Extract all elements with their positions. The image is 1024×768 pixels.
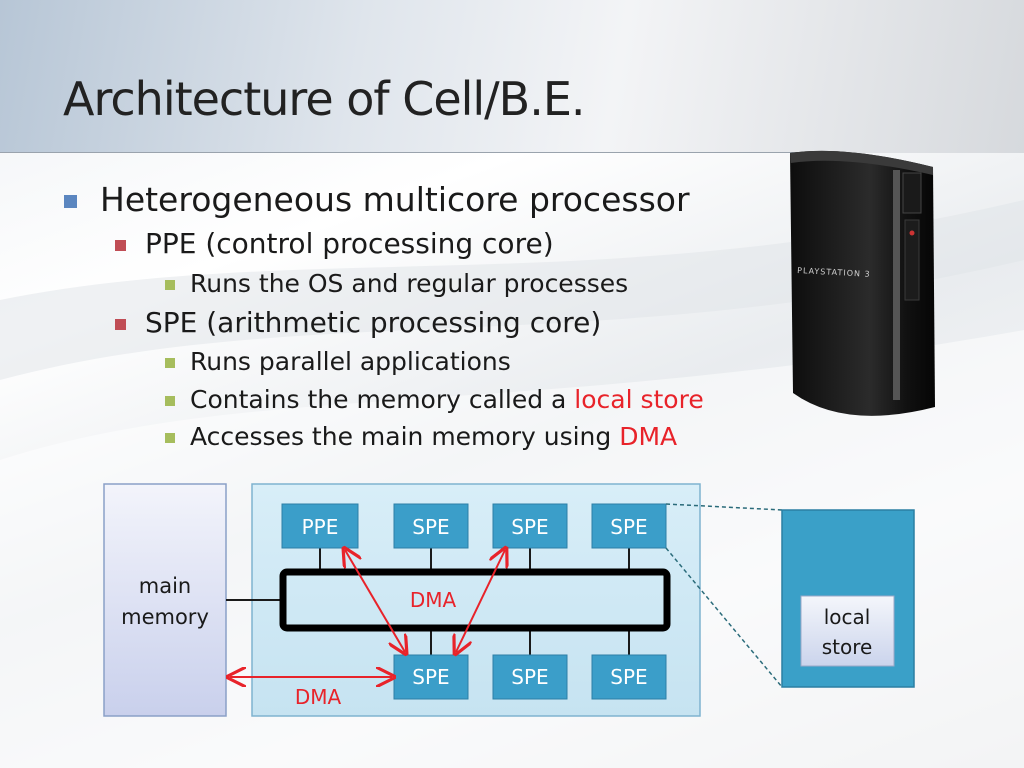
- dma-arrow-ppe: [345, 550, 405, 652]
- square-bullet-icon: [115, 319, 126, 330]
- dma-arrow-spe: [456, 550, 505, 652]
- title-band: [0, 0, 1024, 153]
- playstation-console-image: PLAYSTATION 3: [790, 150, 935, 416]
- main-memory-label-line2: memory: [121, 605, 209, 629]
- spe-core: SPE: [591, 503, 667, 549]
- bullet-spe: SPE (arithmetic processing core): [115, 306, 602, 339]
- spe-core: SPE: [591, 654, 667, 700]
- console-brand-text: PLAYSTATION 3: [797, 266, 871, 279]
- spe-label: SPE: [610, 515, 647, 539]
- spe-core: SPE: [393, 503, 469, 549]
- dma-bus-label: DMA: [410, 588, 457, 612]
- dma-outer-label: DMA: [295, 685, 342, 709]
- bullet-text: Runs parallel applications: [190, 347, 511, 376]
- ppe-core: PPE: [281, 503, 359, 549]
- bullet-text: Accesses the main memory using: [190, 422, 620, 451]
- spe-core: SPE: [492, 503, 568, 549]
- bullet-level1: Heterogeneous multicore processor: [64, 180, 690, 219]
- main-memory-box: main memory: [103, 483, 227, 717]
- square-bullet-icon: [165, 280, 175, 290]
- spe-detail-panel: local store: [781, 509, 915, 688]
- local-store-label-line1: local: [824, 605, 871, 629]
- square-bullet-icon: [165, 433, 175, 443]
- bullet-spe-sub2: Contains the memory called a local store: [165, 385, 704, 414]
- spe-label: SPE: [511, 515, 548, 539]
- bullet-text: Contains the memory called a: [190, 385, 575, 414]
- bullet-ppe: PPE (control processing core): [115, 227, 554, 260]
- bullet-spe-sub1: Runs parallel applications: [165, 347, 511, 376]
- bus-stubs: [319, 548, 630, 655]
- bullet-text: Runs the OS and regular processes: [190, 269, 629, 298]
- bullet-text: SPE (arithmetic processing core): [145, 306, 602, 339]
- spe-label: SPE: [412, 665, 449, 689]
- highlight-local-store: local store: [574, 385, 704, 414]
- page-title: Architecture of Cell/B.E.: [63, 72, 586, 126]
- bullet-spe-sub3: Accesses the main memory using DMA: [165, 422, 678, 451]
- highlight-dma: DMA: [619, 422, 678, 451]
- square-bullet-icon: [165, 358, 175, 368]
- bullet-text: Heterogeneous multicore processor: [100, 180, 690, 219]
- ppe-label: PPE: [302, 515, 339, 539]
- spe-label: SPE: [511, 665, 548, 689]
- spe-label: SPE: [412, 515, 449, 539]
- square-bullet-icon: [64, 195, 77, 208]
- bullet-list: Heterogeneous multicore processor PPE (c…: [64, 180, 704, 451]
- square-bullet-icon: [165, 396, 175, 406]
- spe-core: SPE: [393, 654, 469, 700]
- main-memory-label-line1: main: [139, 574, 191, 598]
- bullet-ppe-sub: Runs the OS and regular processes: [165, 269, 629, 298]
- local-store-box: [800, 595, 895, 667]
- square-bullet-icon: [115, 240, 126, 251]
- zoom-line-bottom: [665, 547, 783, 688]
- title-divider: [0, 152, 800, 153]
- spe-label: SPE: [610, 665, 647, 689]
- zoom-line-top: [665, 503, 783, 511]
- local-store-label-line2: store: [822, 635, 873, 659]
- bullet-text: PPE (control processing core): [145, 227, 554, 260]
- spe-core: SPE: [492, 654, 568, 700]
